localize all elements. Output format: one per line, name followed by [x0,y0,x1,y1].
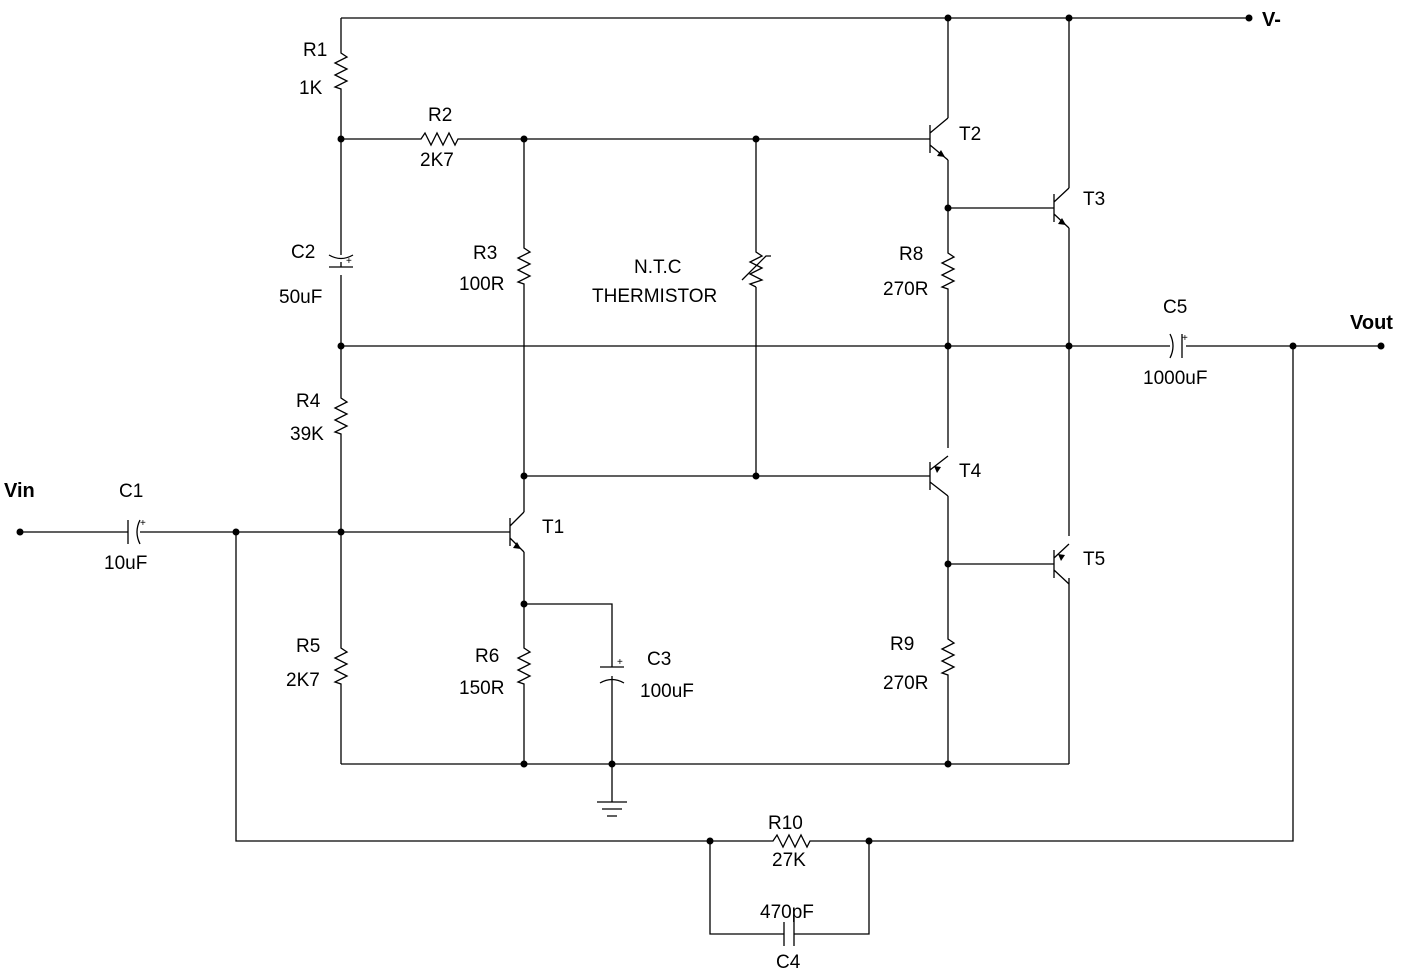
r4-resistor [333,395,349,437]
r10-value: 27K [772,850,806,871]
c4-capacitor [783,922,795,946]
c4-bypass-wire [709,841,870,935]
vout-label: Vout [1350,312,1393,334]
c5-ref: C5 [1163,297,1187,318]
c5-capacitor: + [1169,333,1188,359]
t5-ref: T5 [1083,549,1105,570]
r1-value: 1K [299,78,323,99]
t4-ref: T4 [959,461,982,482]
c3-capacitor: + [599,655,625,685]
r9-ref: R9 [890,634,914,655]
c4-ref: C4 [776,952,801,973]
ntc-thermistor [741,249,771,288]
r3-resistor [516,245,532,287]
output-base-links [948,207,1054,565]
c2-ref: C2 [291,242,315,263]
r5-resistor [333,645,349,687]
t2-transistor [929,117,949,161]
r2-resistor [418,131,460,147]
c5-value: 1000uF [1143,368,1207,389]
r2-value: 2K7 [420,150,454,171]
vin-label: Vin [4,480,35,502]
r8-value: 270R [883,279,928,300]
c3-value: 100uF [640,681,694,702]
r9-resistor [940,636,956,678]
feedback-wire [235,346,1294,842]
ntc-label-line2: THERMISTOR [592,286,717,307]
r8-ref: R8 [899,244,923,265]
r2-ref: R2 [428,105,452,126]
r3-value: 100R [459,274,504,295]
r5-value: 2K7 [286,670,320,691]
c1-value: 10uF [104,553,147,574]
c3-ref: C3 [647,649,671,670]
t4-transistor [929,455,949,497]
ntc-label-line1: N.T.C [634,257,682,278]
c2-value: 50uF [279,287,322,308]
r6-ref: R6 [475,646,499,667]
r1-resistor [333,50,349,92]
t3-ref: T3 [1083,189,1105,210]
c1-capacitor: + [127,518,146,545]
c1-plus-mark: + [140,518,146,529]
r10-ref: R10 [768,813,803,834]
junction-dots [16,14,1385,845]
r9-value: 270R [883,673,928,694]
t1-emitter-wire [523,552,613,764]
r6-resistor [516,645,532,687]
r8-resistor [940,250,956,292]
t2-ref: T2 [959,124,981,145]
wires [20,17,1381,935]
t1-transistor [509,511,525,553]
r4-ref: R4 [296,391,321,412]
t1-ref: T1 [542,517,564,538]
r4-value: 39K [290,424,324,445]
r1-ref: R1 [303,40,327,61]
c4-value: 470pF [760,902,814,923]
c2-capacitor: + [328,254,354,268]
vminus-label: V- [1262,9,1281,31]
c1-ref: C1 [119,481,143,502]
r5-ref: R5 [296,636,320,657]
t3-transistor [1053,187,1070,229]
c5-plus-mark: + [1182,333,1188,344]
r6-value: 150R [459,678,504,699]
t5-transistor [1053,543,1070,585]
r10-resistor [770,833,812,849]
ground-symbol [597,801,627,817]
r3-ref: R3 [473,243,497,264]
c2-plus-mark: + [346,256,352,267]
c3-plus-mark: + [617,657,623,668]
